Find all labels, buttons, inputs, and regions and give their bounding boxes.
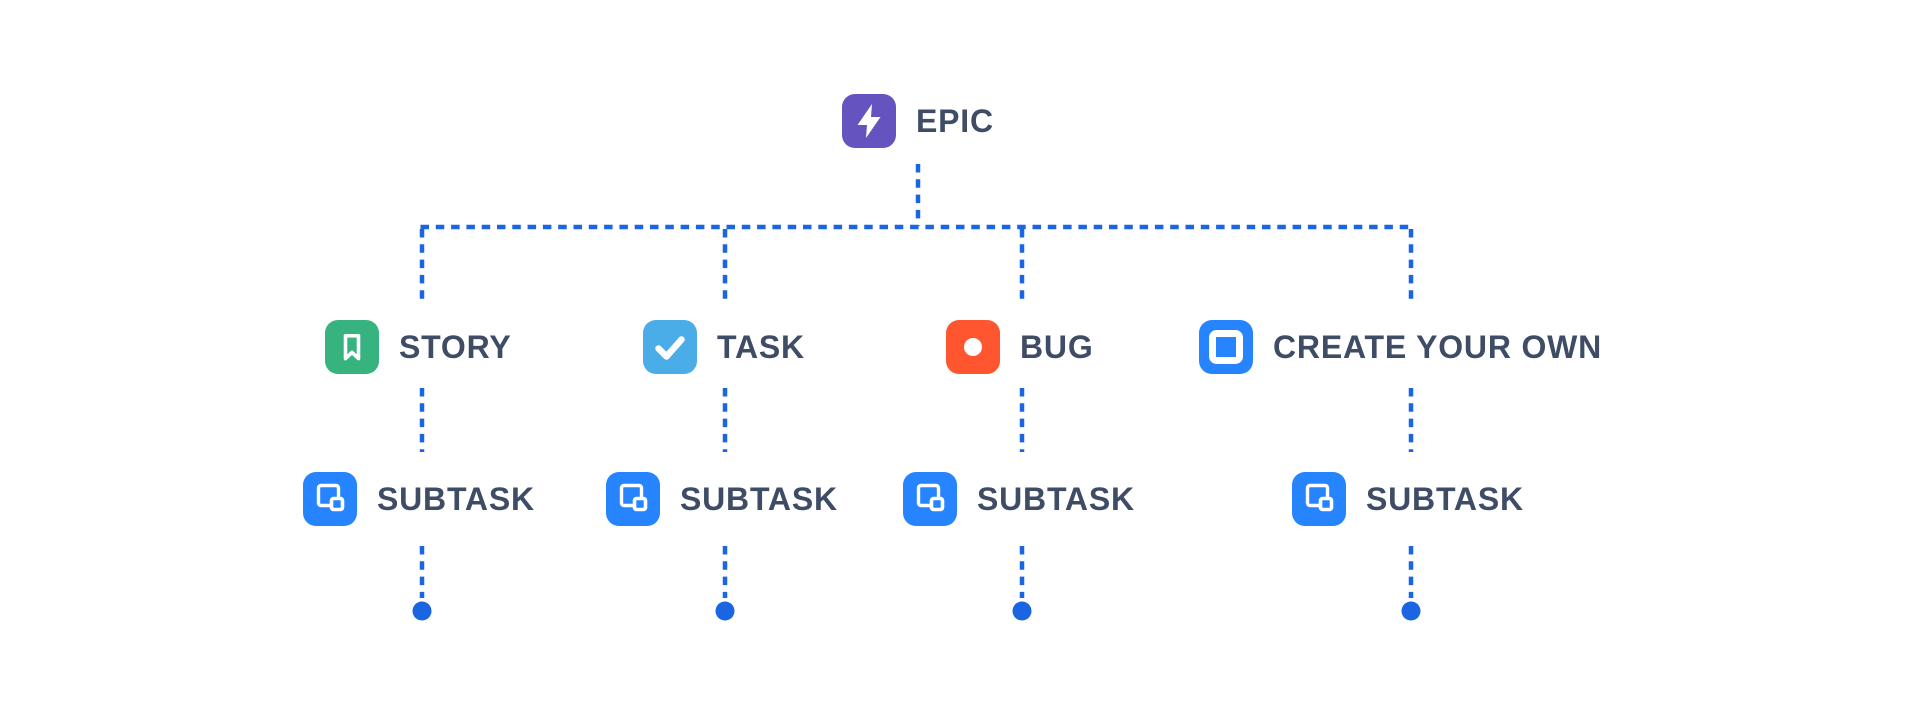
subtask-icon xyxy=(903,472,957,526)
subtask-big-square-glyph xyxy=(316,483,341,508)
task-check-icon xyxy=(643,320,697,374)
subtask-small-square-glyph xyxy=(329,496,345,512)
epic-lightning-icon xyxy=(842,94,896,148)
node-subtask-4: SUBTASK xyxy=(1292,472,1524,526)
create-your-own-square-icon xyxy=(1199,320,1253,374)
bug-circle-icon xyxy=(946,320,1000,374)
node-label-subtask: SUBTASK xyxy=(377,481,535,517)
subtask-big-square-glyph xyxy=(1305,483,1330,508)
endpoint-dot-2 xyxy=(715,601,735,621)
endpoint-dot-3 xyxy=(1012,601,1032,621)
node-label-create-your-own: CREATE YOUR OWN xyxy=(1273,329,1603,365)
subtask-icon xyxy=(303,472,357,526)
subtask-icon xyxy=(606,472,660,526)
node-label-epic: EPIC xyxy=(916,103,994,139)
subtask-small-square-glyph xyxy=(632,496,648,512)
node-subtask-2: SUBTASK xyxy=(606,472,838,526)
node-epic: EPIC xyxy=(842,94,994,148)
square-ring-glyph xyxy=(1209,330,1243,364)
node-label-bug: BUG xyxy=(1020,329,1094,365)
subtask-small-square-glyph xyxy=(1318,496,1334,512)
story-bookmark-icon xyxy=(325,320,379,374)
node-bug: BUG xyxy=(946,320,1094,374)
endpoint-dot-1 xyxy=(412,601,432,621)
node-label-subtask: SUBTASK xyxy=(680,481,838,517)
node-create-your-own: CREATE YOUR OWN xyxy=(1199,320,1602,374)
node-story: STORY xyxy=(325,320,511,374)
lightning-bolt-glyph xyxy=(857,104,881,138)
subtask-small-square-glyph xyxy=(929,496,945,512)
endpoint-dot-4 xyxy=(1401,601,1421,621)
subtask-icon xyxy=(1292,472,1346,526)
bug-dot-glyph xyxy=(964,338,982,356)
subtask-big-square-glyph xyxy=(916,483,941,508)
node-label-task: TASK xyxy=(717,329,805,365)
node-task: TASK xyxy=(643,320,805,374)
node-label-subtask: SUBTASK xyxy=(1366,481,1524,517)
node-label-story: STORY xyxy=(399,329,512,365)
node-label-subtask: SUBTASK xyxy=(977,481,1135,517)
node-subtask-1: SUBTASK xyxy=(303,472,535,526)
bookmark-glyph xyxy=(343,334,361,361)
subtask-big-square-glyph xyxy=(619,483,644,508)
checkmark-glyph xyxy=(655,336,685,360)
node-subtask-3: SUBTASK xyxy=(903,472,1135,526)
